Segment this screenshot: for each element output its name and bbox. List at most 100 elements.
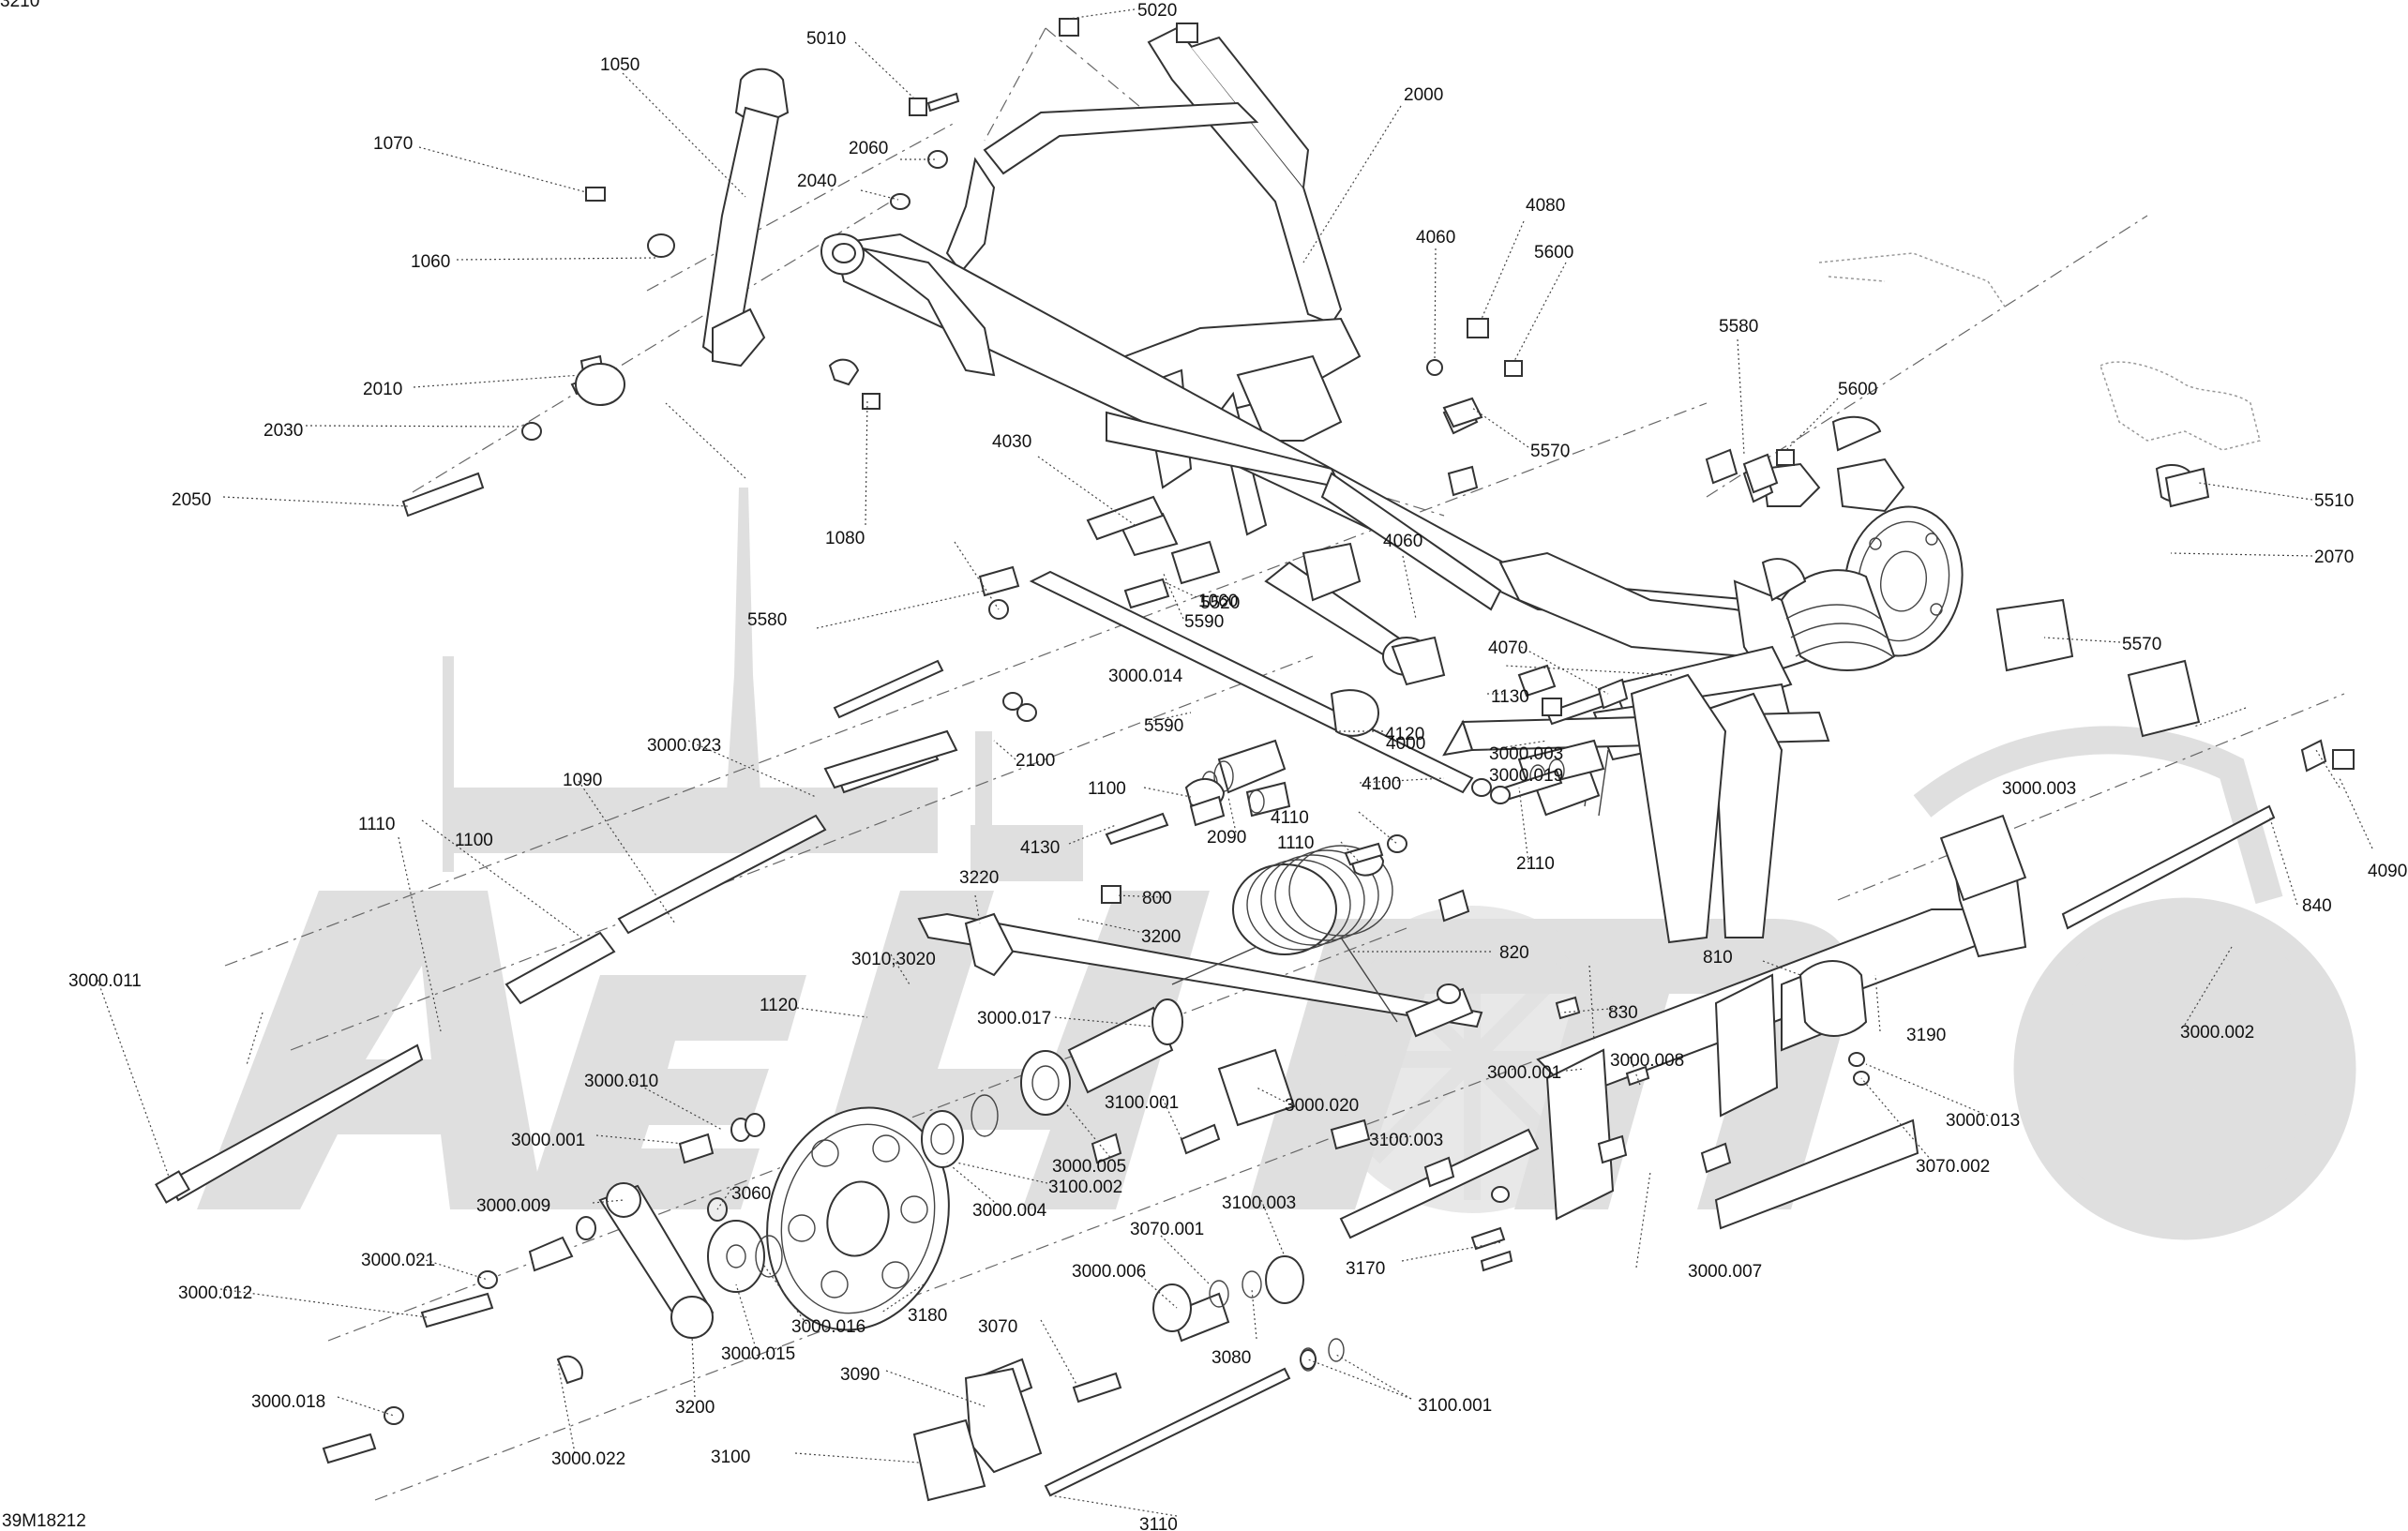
callout-label-3110: 3110 <box>1139 1515 1178 1531</box>
callout-label-5590: 5590 <box>1144 716 1183 736</box>
callout-label-3000-005: 3000.005 <box>1052 1157 1126 1177</box>
callout-label-1050: 1050 <box>600 55 640 75</box>
callout-label-4000: 4000 <box>1386 734 1425 754</box>
callout-label-3190: 3190 <box>1906 1026 1946 1045</box>
callout-label-4130: 4130 <box>1020 838 1060 858</box>
callout-label-3000-019: 3000.019 <box>1489 766 1563 786</box>
callout-label-3060: 3060 <box>731 1184 771 1204</box>
callout-label-3170: 3170 <box>1346 1259 1385 1279</box>
callout-label-5600: 5600 <box>1534 243 1573 263</box>
rear-suspension-frame <box>820 26 1821 677</box>
callout-label-4080: 4080 <box>1526 196 1565 216</box>
callout-label-2050: 2050 <box>172 490 211 510</box>
callout-label-2010: 2010 <box>363 380 402 399</box>
callout-label-3000-010: 3000.010 <box>584 1072 658 1091</box>
callout-label-3100-003: 3100.003 <box>1369 1131 1443 1150</box>
callout-label-5520: 5520 <box>1200 593 1240 613</box>
callout-label-4100: 4100 <box>1362 774 1401 794</box>
callout-label-3000-007: 3000.007 <box>1688 1262 1762 1282</box>
callout-label-3100-002: 3100.002 <box>1048 1178 1122 1197</box>
diagram-code: 39M18212 <box>2 1511 86 1531</box>
callout-label-840: 840 <box>2302 896 2332 916</box>
callout-label-3080: 3080 <box>1212 1348 1251 1368</box>
callout-label-3010-3020: 3010,3020 <box>851 950 936 969</box>
callout-label-5010: 5010 <box>806 29 846 49</box>
callout-label-3000-023: 3000.023 <box>647 736 721 756</box>
callout-label-810: 810 <box>1703 948 1733 968</box>
callout-label-1070: 1070 <box>373 134 413 154</box>
callout-label-3000-004: 3000.004 <box>972 1201 1047 1221</box>
ghost-parts <box>1818 252 2261 451</box>
callout-label-3000-006: 3000.006 <box>1072 1262 1146 1282</box>
callout-label-3070: 3070 <box>978 1317 1017 1337</box>
callout-label-1110: 1110 <box>358 815 395 834</box>
callout-label-3100-003: 3100.003 <box>1222 1193 1296 1213</box>
leader-lines <box>97 8 2373 1517</box>
callout-label-2100: 2100 <box>1016 751 1055 771</box>
callout-label-4090: 4090 <box>2368 862 2407 881</box>
callout-label-3180: 3180 <box>908 1306 947 1326</box>
small-hardware <box>384 18 2355 1425</box>
callout-label-5580: 5580 <box>1719 317 1758 337</box>
callout-label-2000: 2000 <box>1404 85 1443 105</box>
callout-label-3000-013: 3000.013 <box>1946 1111 2020 1131</box>
callout-label-3090: 3090 <box>840 1365 880 1385</box>
callout-label-830: 830 <box>1608 1003 1638 1023</box>
callout-label-3100-001: 3100.001 <box>1105 1093 1179 1113</box>
callout-label-3000-001: 3000.001 <box>511 1131 585 1150</box>
callout-label-5580: 5580 <box>747 610 787 630</box>
callout-label-3000-016: 3000.016 <box>791 1317 865 1337</box>
callout-label-2040: 2040 <box>797 172 836 191</box>
callout-label-3000-003: 3000.003 <box>1489 744 1563 764</box>
callout-label-3000-001: 3000.001 <box>1487 1063 1561 1083</box>
idler-wheel-3070 <box>766 1106 950 1331</box>
callout-label-4070: 4070 <box>1488 638 1528 658</box>
callout-label-3100: 3100 <box>711 1448 750 1467</box>
callout-label-2110: 2110 <box>1516 854 1555 874</box>
callout-label-3200: 3200 <box>675 1398 715 1418</box>
callout-label-3220: 3220 <box>959 868 999 888</box>
callout-label-5590: 5590 <box>1184 612 1224 632</box>
callout-label-3000-021: 3000.021 <box>361 1251 435 1270</box>
callout-label-1110: 1110 <box>1277 833 1314 853</box>
callout-label-5570: 5570 <box>1530 442 1570 461</box>
callout-label-1090: 1090 <box>563 771 602 790</box>
callout-label-4120: 4120 <box>1385 725 1424 744</box>
callout-label-1060: 1060 <box>1198 592 1238 611</box>
callout-label-2090: 2090 <box>1207 828 1246 848</box>
callout-label-2030: 2030 <box>263 421 303 441</box>
callout-label-3000-003: 3000.003 <box>2002 779 2076 799</box>
callout-label-4030: 4030 <box>992 432 1031 452</box>
callout-label-1060: 1060 <box>411 252 450 272</box>
callout-label-3000-014: 3000.014 <box>1108 667 1183 686</box>
shafts-and-bolts <box>155 354 2276 1497</box>
callout-label-4110: 4110 <box>1271 808 1309 828</box>
callout-label-3000-017: 3000.017 <box>977 1009 1051 1028</box>
callout-label-3000-002: 3000.002 <box>2180 1023 2254 1043</box>
callout-label-3100-001: 3100.001 <box>1418 1396 1492 1416</box>
callout-label-3210: 3210 <box>0 0 39 11</box>
callout-label-3000-012: 3000.012 <box>178 1283 252 1303</box>
lower-cross-shaft <box>1442 673 2027 1230</box>
callout-label-2070: 2070 <box>2314 548 2354 567</box>
callout-label-820: 820 <box>1499 943 1529 963</box>
callout-label-3000-020: 3000.020 <box>1285 1096 1359 1116</box>
callout-label-3200: 3200 <box>1141 927 1181 947</box>
callout-label-1130: 1130 <box>1491 687 1529 707</box>
callout-label-4060: 4060 <box>1416 228 1455 248</box>
callout-label-3000-009: 3000.009 <box>476 1196 550 1216</box>
callout-label-1100: 1100 <box>1088 779 1126 799</box>
callout-label-3070-002: 3070.002 <box>1916 1157 1990 1177</box>
callout-label-3000-011: 3000.011 <box>68 971 142 991</box>
callout-label-3000-015: 3000.015 <box>721 1344 795 1364</box>
callout-label-1120: 1120 <box>760 996 798 1015</box>
callout-label-3000-008: 3000.008 <box>1610 1051 1684 1071</box>
callout-label-800: 800 <box>1142 889 1172 908</box>
callout-label-5570: 5570 <box>2122 635 2161 654</box>
torsion-spring <box>1171 845 1398 1023</box>
callout-label-5510: 5510 <box>2314 491 2354 511</box>
callout-label-3000-022: 3000.022 <box>551 1449 625 1469</box>
callout-label-3000-018: 3000.018 <box>251 1392 325 1412</box>
